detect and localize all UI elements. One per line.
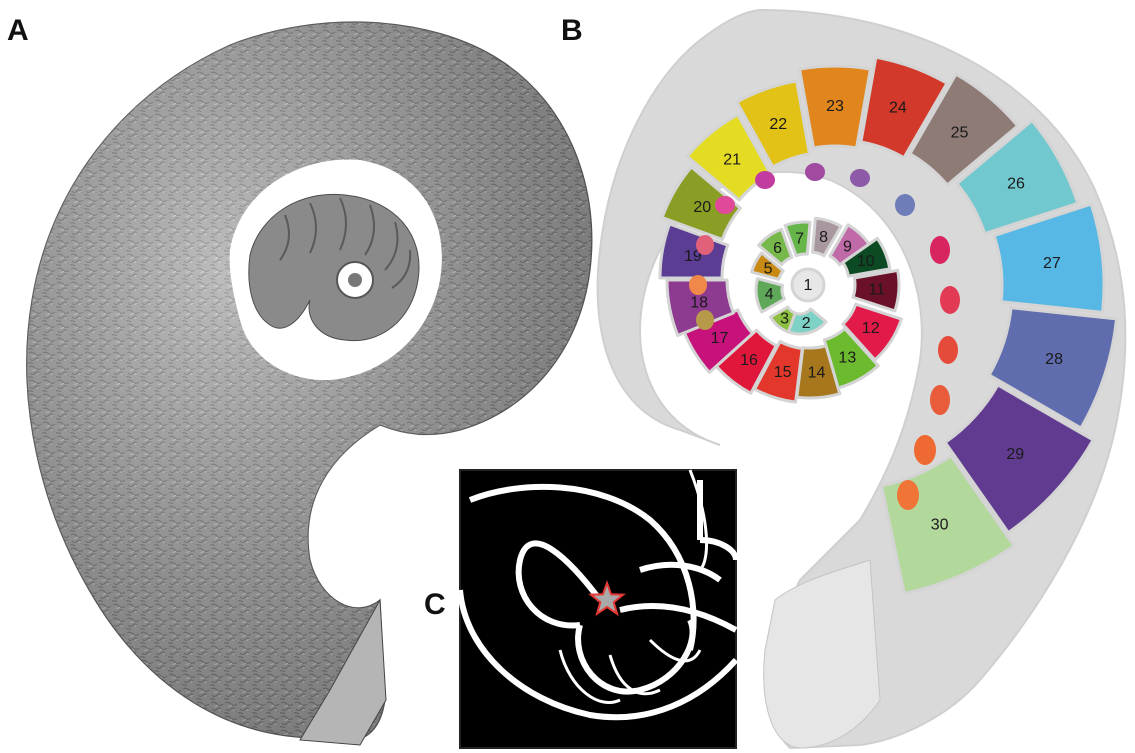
chamber-label-25: 25 [951, 125, 969, 142]
chamber-label-5: 5 [764, 260, 773, 277]
shell-a-inner-whorl [249, 194, 419, 340]
shell-b-aperture [764, 560, 880, 748]
chamber-label-22: 22 [769, 116, 787, 133]
panel-label-c: C [424, 588, 446, 622]
chamber-label-4: 4 [765, 286, 774, 303]
chamber-label-24: 24 [889, 100, 907, 117]
chamber-label-2: 2 [802, 315, 811, 332]
chamber-label-16: 16 [740, 352, 758, 369]
chamber-label-11: 11 [869, 281, 886, 298]
panel-c-section [460, 470, 736, 748]
chamber-label-15: 15 [774, 364, 792, 381]
chamber-label-20: 20 [693, 199, 711, 216]
chamber-label-12: 12 [862, 320, 880, 337]
chamber-label-28: 28 [1045, 351, 1063, 368]
chamber-label-14: 14 [808, 365, 826, 382]
chamber-label-30: 30 [931, 517, 949, 534]
chamber-label-1: 1 [804, 277, 813, 294]
chamber-label-21: 21 [723, 151, 741, 168]
panel-label-a: A [7, 14, 29, 48]
chamber-label-17: 17 [711, 330, 729, 347]
chamber-label-29: 29 [1006, 446, 1024, 463]
chamber-label-7: 7 [795, 230, 804, 247]
chamber-label-3: 3 [780, 310, 789, 327]
chamber-label-18: 18 [690, 295, 708, 312]
chamber-label-9: 9 [843, 239, 852, 256]
panel-label-b: B [561, 14, 583, 48]
chamber-label-6: 6 [773, 240, 782, 257]
chamber-label-26: 26 [1007, 176, 1025, 193]
chamber-label-27: 27 [1043, 255, 1061, 272]
chamber-label-10: 10 [857, 253, 875, 270]
chamber-label-8: 8 [819, 229, 828, 246]
chamber-label-23: 23 [826, 98, 844, 115]
chamber-label-13: 13 [838, 349, 856, 366]
